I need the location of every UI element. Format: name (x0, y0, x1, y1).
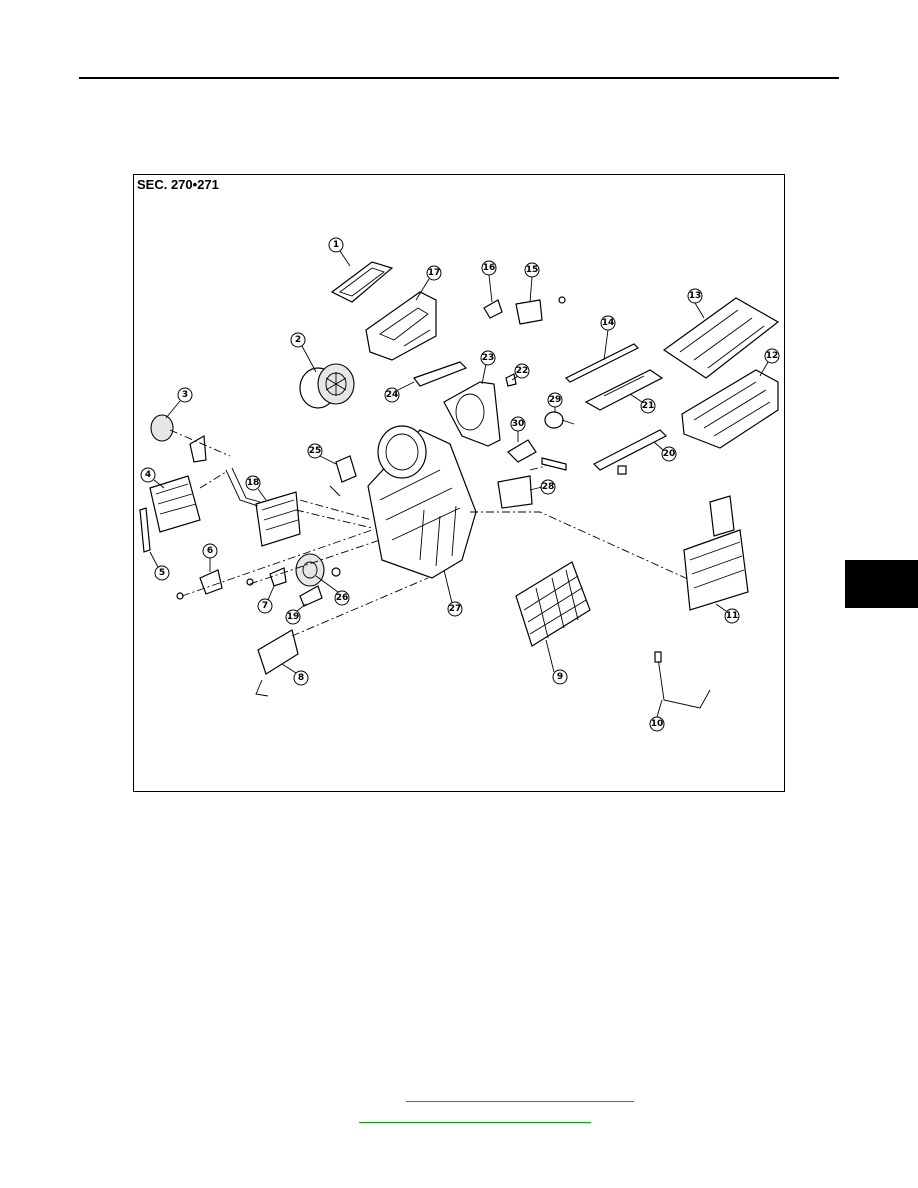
callout-25: 25 (309, 446, 322, 456)
section-label: SEC. 270•271 (137, 177, 219, 192)
callout-20: 20 (663, 449, 676, 459)
callout-29: 29 (549, 395, 562, 405)
callout-11: 11 (726, 611, 739, 621)
callout-28: 28 (542, 482, 555, 492)
callout-13: 13 (689, 291, 702, 301)
callout-30: 30 (512, 419, 525, 429)
callout-1: 1 (333, 240, 339, 250)
callout-4: 4 (145, 470, 151, 480)
part-20-bar (592, 429, 668, 475)
part-2-blower-motor (299, 363, 355, 409)
part-21-link (584, 369, 664, 411)
callout-5: 5 (159, 568, 165, 578)
callout-12: 12 (766, 351, 779, 361)
callout-8: 8 (298, 673, 304, 683)
part-19-lever (299, 585, 323, 607)
callout-22: 22 (516, 366, 529, 376)
part-26-fan (295, 553, 341, 587)
part-12-lower-case (681, 369, 779, 449)
part-23-duct (443, 381, 501, 447)
callout-7: 7 (262, 601, 268, 611)
callout-9: 9 (557, 672, 563, 682)
callout-16: 16 (483, 263, 496, 273)
part-1-gasket (330, 261, 394, 303)
part-14-rod (564, 343, 640, 383)
part-13-upper-case (662, 297, 780, 379)
part-4-filter (149, 475, 201, 533)
part-29-motor (544, 411, 575, 429)
part-22-clip (505, 373, 517, 387)
part-16-lever (483, 299, 503, 319)
callouts: 1 2 3 4 5 6 7 8 9 10 11 12 13 14 15 16 1… (140, 237, 780, 732)
section-index-tab (845, 560, 918, 608)
part-15-actuator (515, 296, 566, 325)
callout-23: 23 (482, 353, 495, 363)
part-5-bracket (139, 507, 151, 553)
cross-reference-link-2[interactable] (359, 1122, 591, 1123)
leader-lines (149, 250, 769, 718)
part-7-link (246, 567, 287, 587)
part-11-evaporator (683, 495, 749, 611)
diagram-frame (133, 174, 785, 792)
callout-19: 19 (287, 612, 300, 622)
callout-18: 18 (247, 478, 260, 488)
callout-10: 10 (651, 719, 664, 729)
callout-24: 24 (386, 390, 399, 400)
callout-6: 6 (207, 546, 213, 556)
cross-reference-link-1[interactable] (406, 1101, 634, 1102)
callout-3: 3 (182, 390, 188, 400)
callout-14: 14 (602, 318, 615, 328)
callout-15: 15 (526, 265, 539, 275)
part-8-amplifier (255, 629, 299, 697)
part-30-actuator (507, 439, 567, 471)
part-28-actuator (497, 475, 533, 509)
callout-2: 2 (295, 335, 301, 345)
header-rule (79, 77, 839, 79)
dashed-alignment-lines (169, 429, 691, 637)
part-17-intake-case (365, 291, 437, 361)
part-18-heater-core (225, 467, 301, 547)
part-25-actuator (329, 455, 357, 497)
callout-21: 21 (642, 401, 655, 411)
part-24-link (413, 361, 468, 387)
part-3-cap (150, 414, 207, 463)
part-27-main-unit (367, 425, 477, 579)
callout-27: 27 (449, 604, 462, 614)
part-9-grille (515, 561, 591, 647)
callout-17: 17 (428, 268, 441, 278)
part-10-sensor (654, 651, 711, 709)
callout-26: 26 (336, 593, 349, 603)
